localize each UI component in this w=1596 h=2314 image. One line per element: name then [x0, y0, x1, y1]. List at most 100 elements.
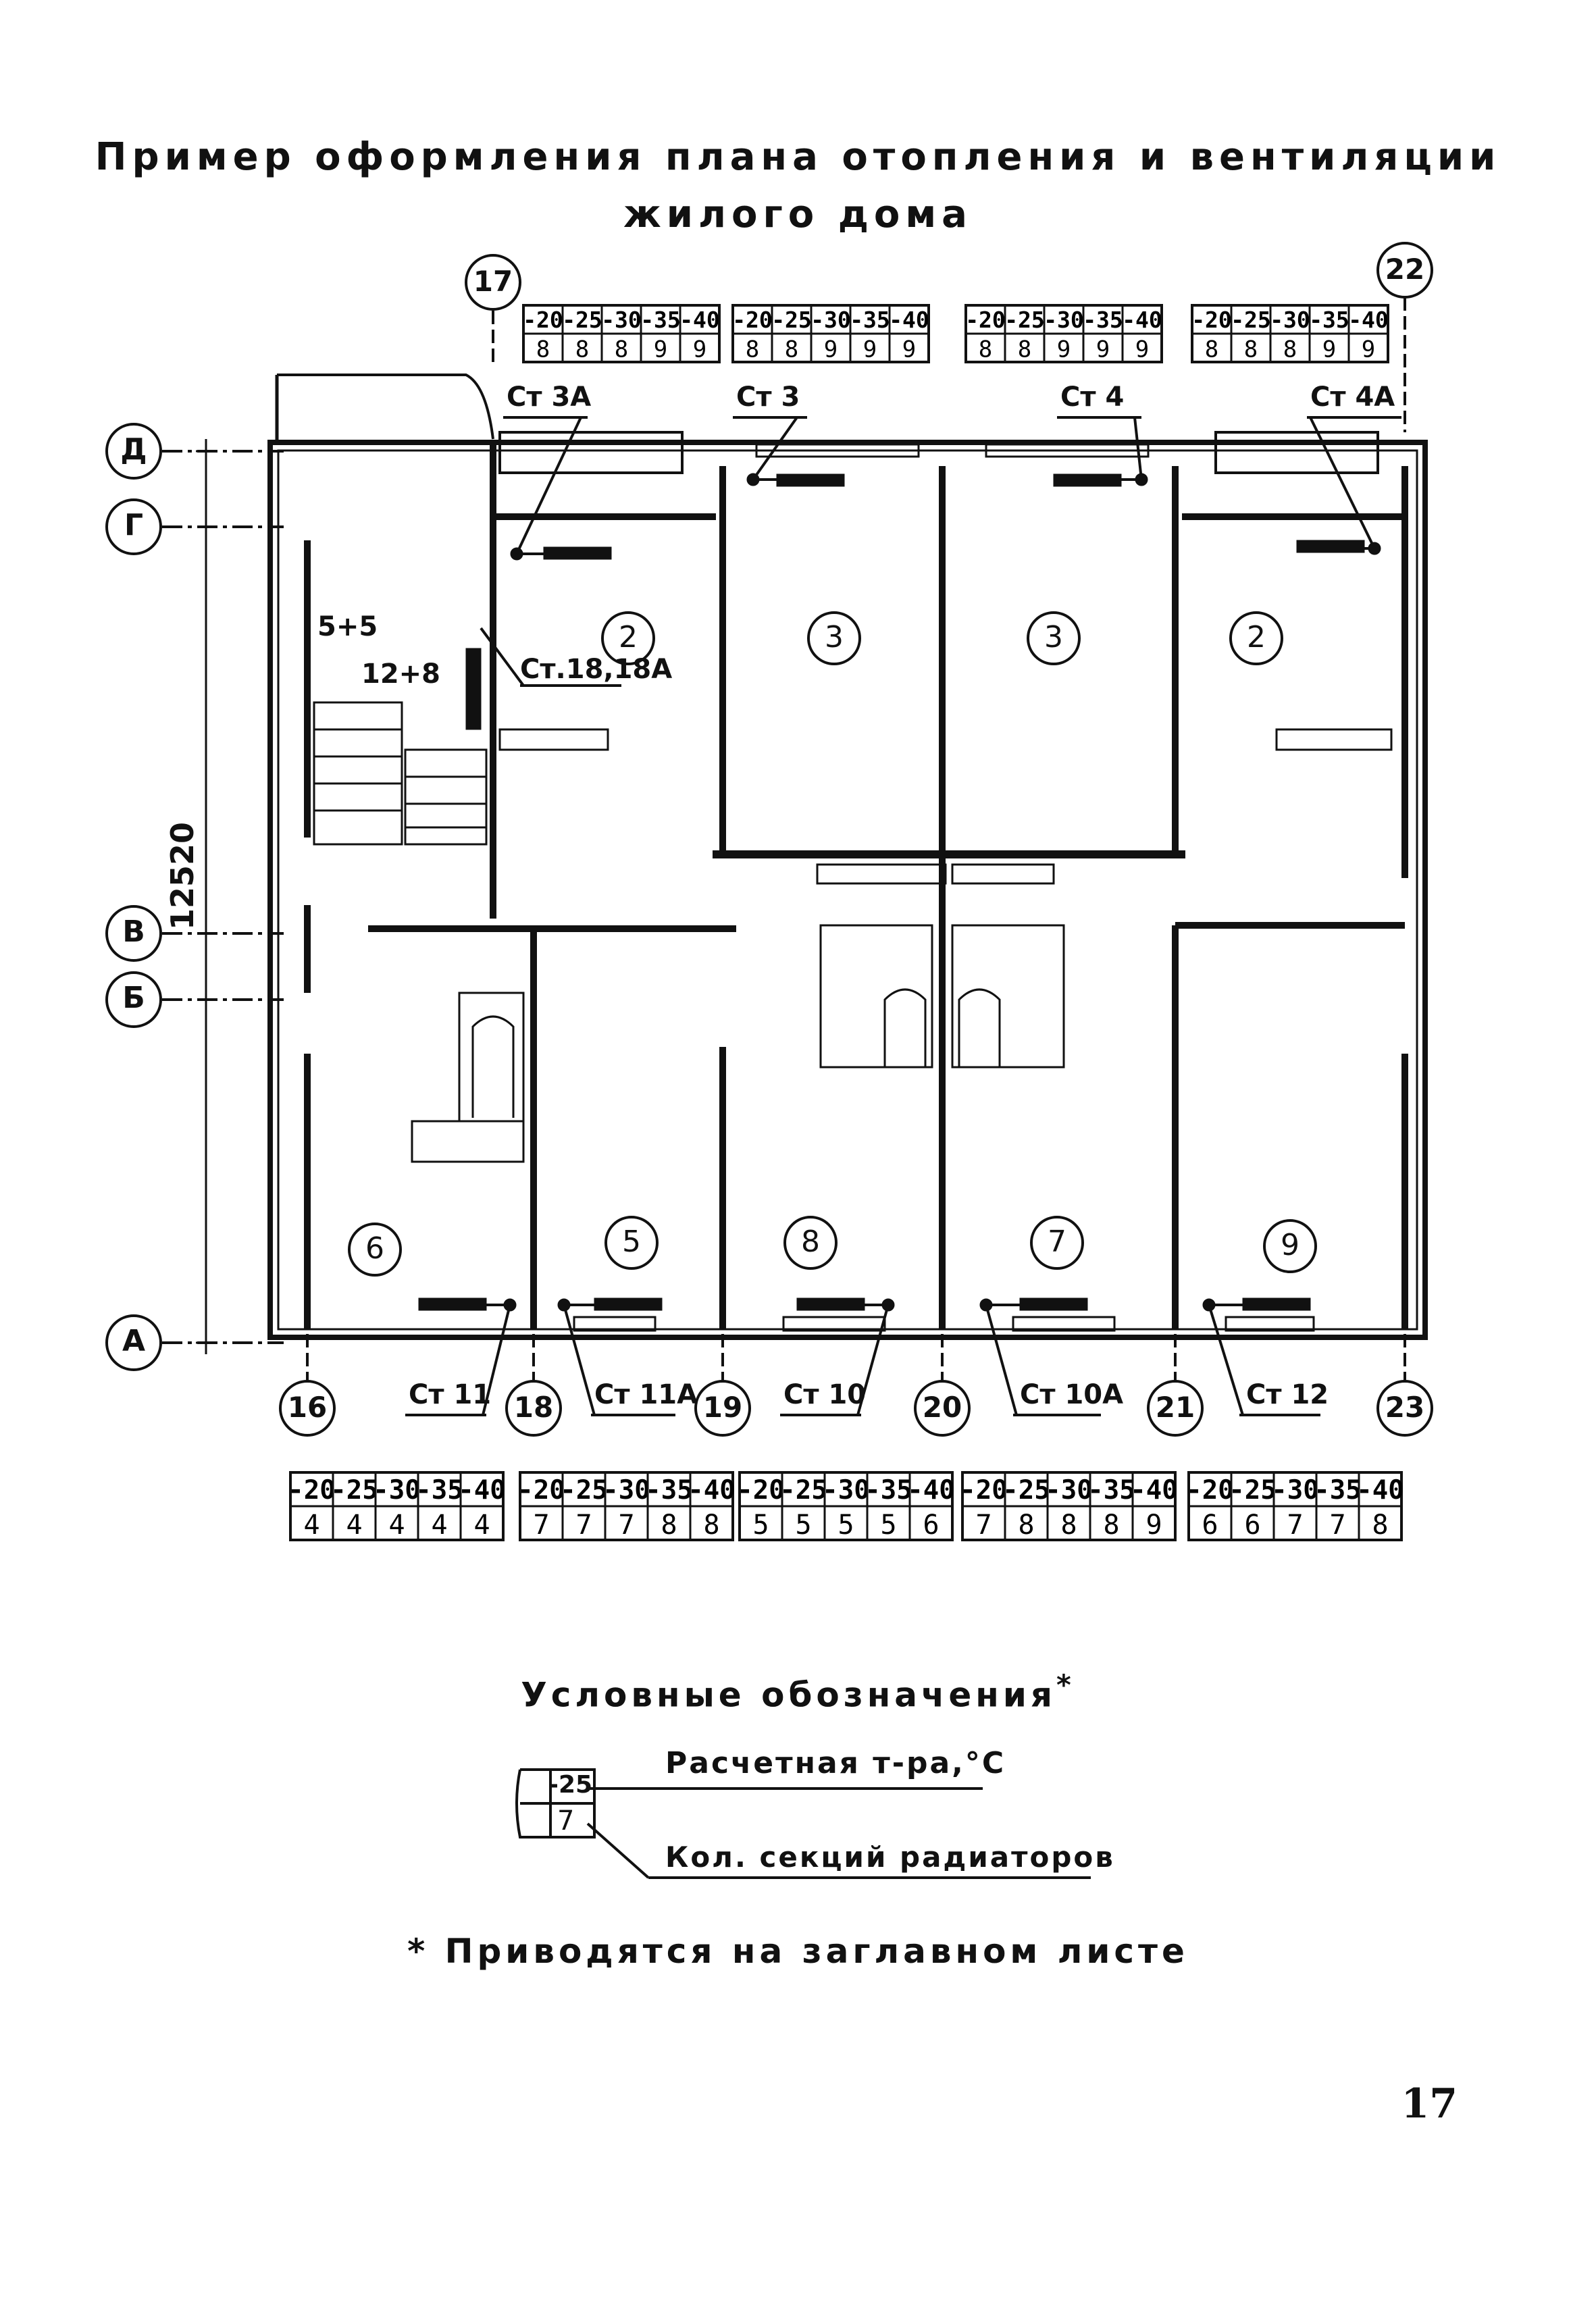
temperature-cell: -30 — [810, 307, 851, 333]
section-count-cell: 6 — [1244, 1510, 1260, 1541]
temperature-cell: -20 — [288, 1475, 335, 1506]
top-table: -208-258-309-359-409 — [731, 304, 930, 363]
footnote: * Приводятся на заглавном листе — [407, 1932, 1189, 1971]
temperature-cell: -20 — [1186, 1475, 1233, 1506]
section-count-cell: 7 — [1329, 1510, 1345, 1541]
section-count-cell: 8 — [1372, 1510, 1388, 1541]
axis-label-21: 21 — [1155, 1391, 1195, 1424]
section-count-cell: 7 — [1287, 1510, 1303, 1541]
riser-label: Ст 11А — [594, 1379, 698, 1410]
temperature-tables-top: -208-258-308-359-409-208-258-309-359-409… — [522, 304, 1389, 363]
legend-section-label: Кол. секций радиаторов — [665, 1841, 1115, 1874]
section-count-cell: 9 — [902, 336, 916, 363]
section-count-cell: 5 — [880, 1510, 896, 1541]
temperature-cell: -20 — [965, 307, 1006, 333]
section-count-cell: 9 — [1057, 336, 1071, 363]
section-count-cell: 8 — [615, 336, 628, 363]
bottom-table: -205-255-305-355-406 — [737, 1471, 955, 1541]
section-count-cell: 9 — [1096, 336, 1110, 363]
temperature-cell: -30 — [602, 1475, 650, 1506]
riser-label-stair: Ст.18,18А — [520, 654, 673, 685]
temperature-cell: -20 — [960, 1475, 1007, 1506]
section-count-cell: 8 — [703, 1510, 719, 1541]
section-count-cell: 7 — [618, 1510, 634, 1541]
temperature-cell: -25 — [779, 1475, 827, 1506]
section-count-cell: 8 — [746, 336, 759, 363]
section-count-cell: 7 — [575, 1510, 592, 1541]
temperature-cell: -35 — [865, 1475, 912, 1506]
temperature-cell: -40 — [1122, 307, 1162, 333]
temperature-cell: -30 — [822, 1475, 869, 1506]
section-count-cell: 7 — [533, 1510, 549, 1541]
page-number: 17 — [1401, 2080, 1458, 2128]
temperature-cell: -20 — [523, 307, 563, 333]
temperature-cell: -35 — [415, 1475, 463, 1506]
room-number: 6 — [365, 1231, 384, 1266]
axis-label-18: 18 — [513, 1391, 554, 1424]
riser-label: Ст 4 — [1060, 382, 1125, 413]
section-count-cell: 8 — [575, 336, 589, 363]
temperature-cell: -20 — [1191, 307, 1232, 333]
temperature-cell: -35 — [1087, 1475, 1135, 1506]
room-number: 3 — [1044, 620, 1063, 654]
temperature-cell: -20 — [737, 1475, 784, 1506]
room-number: 7 — [1048, 1225, 1066, 1259]
bottom-table: -207-257-307-358-408 — [517, 1471, 736, 1541]
riser-label: Ст 10А — [1020, 1379, 1124, 1410]
section-count-cell: 9 — [1145, 1510, 1162, 1541]
legend-section-value: 7 — [557, 1805, 575, 1836]
riser-label: Ст 10 — [783, 1379, 867, 1410]
section-count-cell: 5 — [838, 1510, 854, 1541]
top-table: -208-258-309-359-409 — [964, 304, 1163, 363]
axis-label-G: Г — [124, 508, 144, 542]
temperature-cell: -25 — [562, 307, 602, 333]
legend-symbol — [515, 1768, 1091, 1879]
section-count-cell: 8 — [1103, 1510, 1119, 1541]
temperature-cell: -30 — [1270, 307, 1310, 333]
pipe-label: 5+5 — [317, 611, 378, 642]
section-count-cell: 9 — [1322, 336, 1336, 363]
axis-label-17: 17 — [473, 265, 513, 298]
section-count-cell: 8 — [536, 336, 550, 363]
temperature-cell: -40 — [688, 1475, 735, 1506]
section-count-cell: 8 — [661, 1510, 677, 1541]
temperature-cell: -30 — [373, 1475, 420, 1506]
riser-label: Ст 4А — [1310, 382, 1395, 413]
room-circles — [348, 611, 1317, 1277]
section-count-cell: 8 — [1018, 1510, 1034, 1541]
section-count-cell: 5 — [795, 1510, 811, 1541]
temperature-cell: -35 — [1314, 1475, 1361, 1506]
section-count-cell: 8 — [1060, 1510, 1077, 1541]
section-count-cell: 4 — [473, 1510, 490, 1541]
section-count-cell: 8 — [979, 336, 992, 363]
axis-label-16: 16 — [287, 1391, 328, 1424]
temperature-cell: -40 — [1130, 1475, 1177, 1506]
temperature-cell: -25 — [1229, 1475, 1276, 1506]
temperature-cell: -25 — [1231, 307, 1271, 333]
section-count-cell: 8 — [1283, 336, 1297, 363]
bottom-table: -20 6 -25 6 -30 7 -35 7 -40 8 — [1186, 1471, 1404, 1541]
section-count-cell: 6 — [1202, 1510, 1218, 1541]
riser-label: Ст 3А — [507, 382, 592, 413]
riser-label: Ст 12 — [1246, 1379, 1329, 1410]
section-count-cell: 8 — [1018, 336, 1031, 363]
temperature-cell: -35 — [640, 307, 681, 333]
section-count-cell: 9 — [1362, 336, 1375, 363]
legend-title: Условные обозначения* — [521, 1668, 1075, 1715]
temperature-cell: -35 — [1309, 307, 1349, 333]
axis-label-22: 22 — [1385, 253, 1425, 286]
axis-label-V: В — [122, 915, 145, 949]
temperature-cell: -20 — [732, 307, 773, 333]
temperature-cell: -20 — [517, 1475, 565, 1506]
radiators — [418, 473, 1381, 1312]
temperature-cell: -35 — [1083, 307, 1123, 333]
section-count-cell: 7 — [975, 1510, 992, 1541]
section-count-cell: 9 — [693, 336, 706, 363]
riser-label: Ст 3 — [736, 382, 800, 413]
temperature-cell: -30 — [1271, 1475, 1318, 1506]
riser-label: Ст 11 — [409, 1379, 492, 1410]
temperature-cell: -40 — [458, 1475, 505, 1506]
section-count-cell: 8 — [785, 336, 798, 363]
temperature-cell: -25 — [771, 307, 812, 333]
temperature-cell: -40 — [1356, 1475, 1404, 1506]
